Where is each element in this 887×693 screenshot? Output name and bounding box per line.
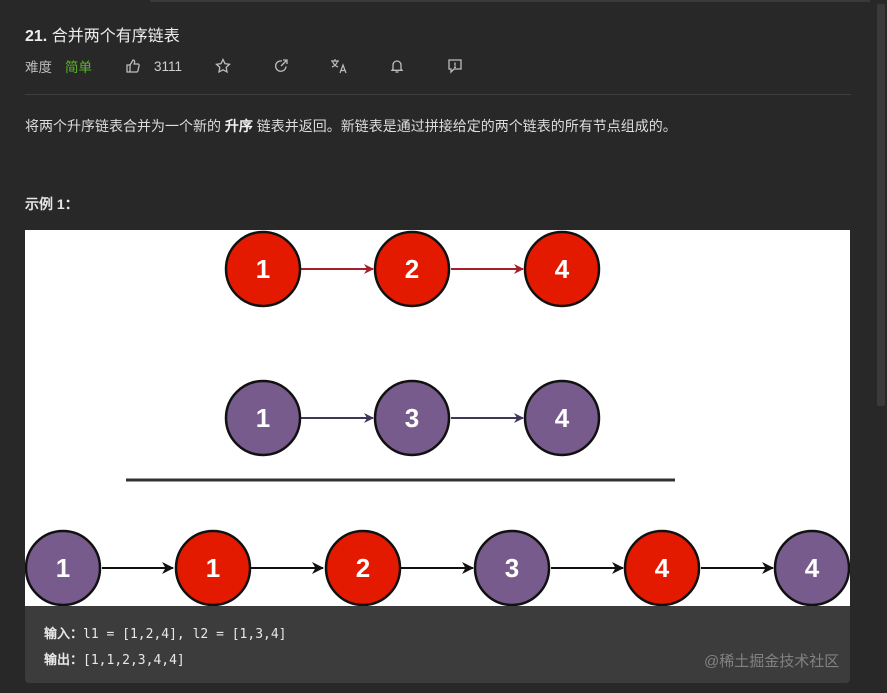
list-node: 4 xyxy=(523,230,601,308)
svg-text:2: 2 xyxy=(356,553,370,583)
translate-icon[interactable] xyxy=(330,57,348,75)
list-node: 4 xyxy=(523,379,601,457)
problem-title-text: 合并两个有序链表 xyxy=(51,28,180,45)
list-node: 1 xyxy=(224,230,302,308)
problem-title: 21. 合并两个有序链表 xyxy=(25,22,180,46)
output-value: [1,1,2,3,4,4] xyxy=(83,653,185,668)
description-text: 将两个升序链表合并为一个新的 xyxy=(25,118,225,134)
example-output: 输出：[1,1,2,3,4,4] xyxy=(44,649,185,668)
description-text-rest: 链表并返回。新链表是通过拼接给定的两个链表的所有节点组成的。 xyxy=(252,118,677,134)
example-figure: 1 2 4 1 3 4 1 1 2 3 4 4 xyxy=(25,230,850,606)
output-label: 输出： xyxy=(44,653,84,668)
svg-text:4: 4 xyxy=(555,403,570,433)
svg-text:1: 1 xyxy=(206,553,220,583)
scrollbar[interactable] xyxy=(877,4,885,406)
merged-list: 1 1 2 3 4 4 xyxy=(25,529,850,606)
problem-meta-bar: 难度 简单 3111 xyxy=(25,57,464,75)
thumbs-up-icon[interactable] xyxy=(124,57,142,75)
svg-text:4: 4 xyxy=(805,553,820,583)
problem-description: 将两个升序链表合并为一个新的 升序 链表并返回。新链表是通过拼接给定的两个链表的… xyxy=(25,116,677,136)
example-label: 示例 1： xyxy=(25,196,79,212)
list1: 1 2 4 xyxy=(224,230,601,308)
svg-text:1: 1 xyxy=(256,254,270,284)
example-io-block: 输入：l1 = [1,2,4], l2 = [1,3,4] 输出：[1,1,2,… xyxy=(25,606,850,683)
svg-text:1: 1 xyxy=(56,553,70,583)
difficulty-badge: 简单 xyxy=(65,60,92,75)
svg-text:4: 4 xyxy=(655,553,670,583)
watermark: @稀土掘金技术社区 xyxy=(704,653,840,670)
input-value: l1 = [1,2,4], l2 = [1,3,4] xyxy=(83,627,287,642)
list-node: 1 xyxy=(174,529,252,606)
list-node: 1 xyxy=(25,529,102,606)
problem-number: 21. xyxy=(25,28,48,45)
svg-text:1: 1 xyxy=(256,403,270,433)
share-icon[interactable] xyxy=(272,57,290,75)
list-node: 2 xyxy=(373,230,451,308)
like-count: 3111 xyxy=(154,58,183,74)
input-label: 输入： xyxy=(44,627,84,642)
list-node: 1 xyxy=(224,379,302,457)
header-divider xyxy=(25,94,851,95)
list-node: 4 xyxy=(773,529,850,606)
bell-icon[interactable] xyxy=(388,57,406,75)
list-node: 4 xyxy=(623,529,701,606)
list-node: 2 xyxy=(324,529,402,606)
list-node: 3 xyxy=(373,379,451,457)
top-divider xyxy=(150,0,870,2)
svg-text:4: 4 xyxy=(555,254,570,284)
list-node: 3 xyxy=(473,529,551,606)
linked-list-diagram: 1 2 4 1 3 4 1 1 2 3 4 4 xyxy=(25,230,850,606)
star-icon[interactable] xyxy=(214,57,232,75)
feedback-icon[interactable] xyxy=(446,57,464,75)
example-input: 输入：l1 = [1,2,4], l2 = [1,3,4] xyxy=(44,623,287,642)
svg-text:3: 3 xyxy=(505,553,519,583)
svg-text:2: 2 xyxy=(405,254,419,284)
difficulty-label: 难度 xyxy=(25,60,52,75)
svg-text:3: 3 xyxy=(405,403,419,433)
description-bold: 升序 xyxy=(224,118,253,134)
list2: 1 3 4 xyxy=(224,379,601,457)
